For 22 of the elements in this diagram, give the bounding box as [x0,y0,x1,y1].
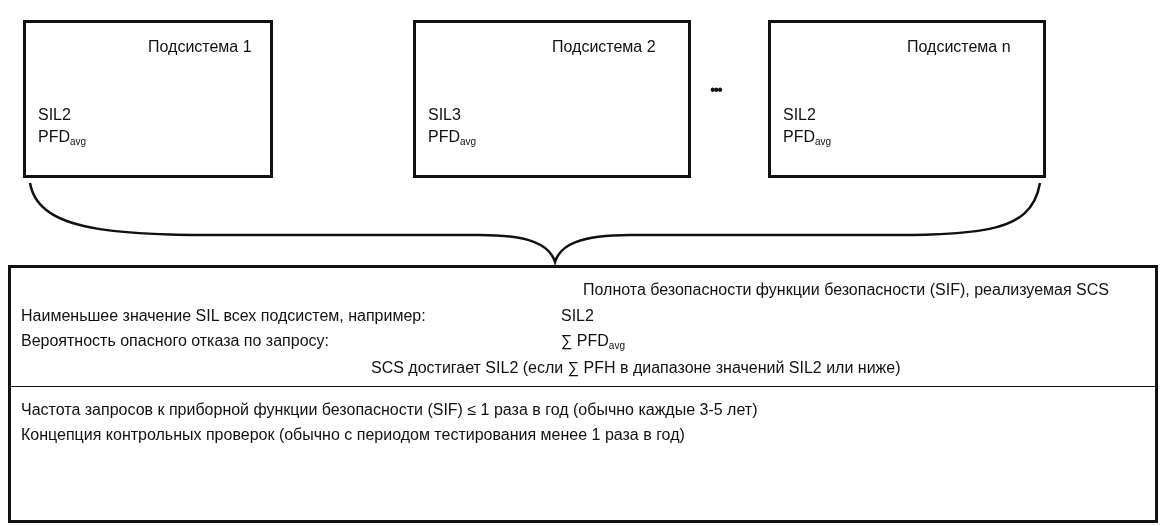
pfd-value: PFD$_{avg}$ [38,127,87,149]
sil-level: SIL3 [428,105,461,125]
text-line: Концепция контрольных проверок (обычно с периодом тестирования менее 1 раза в год) [21,425,685,445]
ellipsis-dots: ••• [710,80,721,100]
sil-level: SIL2 [783,105,816,125]
subsystem-box [413,20,691,178]
sil-level: SIL2 [38,105,71,125]
pfd-value: PFD$_{avg}$ [428,127,477,149]
pfd-value: PFD$_{avg}$ [783,127,832,149]
pfd-sum: ∑ PFD$_{avg}$ [561,331,625,353]
subsystem-title: Подсистема n [907,37,1011,57]
text-line: Частота запросов к приборной функции безопасности (SIF) ≤ 1 раза в год (обычно каждые 3-5 лет) [21,400,758,420]
summary-box [8,265,1158,523]
subsystem-title: Подсистема 1 [148,37,252,57]
subsystem-box [23,20,273,178]
sil-level: SIL2 [561,306,594,326]
subsystem-box [768,20,1046,178]
summary-heading: Полнота безопасности функции безопасности (SIF), реализуемая SCS [583,280,1109,300]
text-line: Наименьшее значение SIL всех подсистем, например: [21,306,426,326]
subsystem-title: Подсистема 2 [552,37,656,57]
text-line: SCS достигает SIL2 (если ∑ PFH в диапазоне значений SIL2 или ниже) [371,358,901,378]
text-line: Вероятность опасного отказа по запросу: [21,331,329,351]
